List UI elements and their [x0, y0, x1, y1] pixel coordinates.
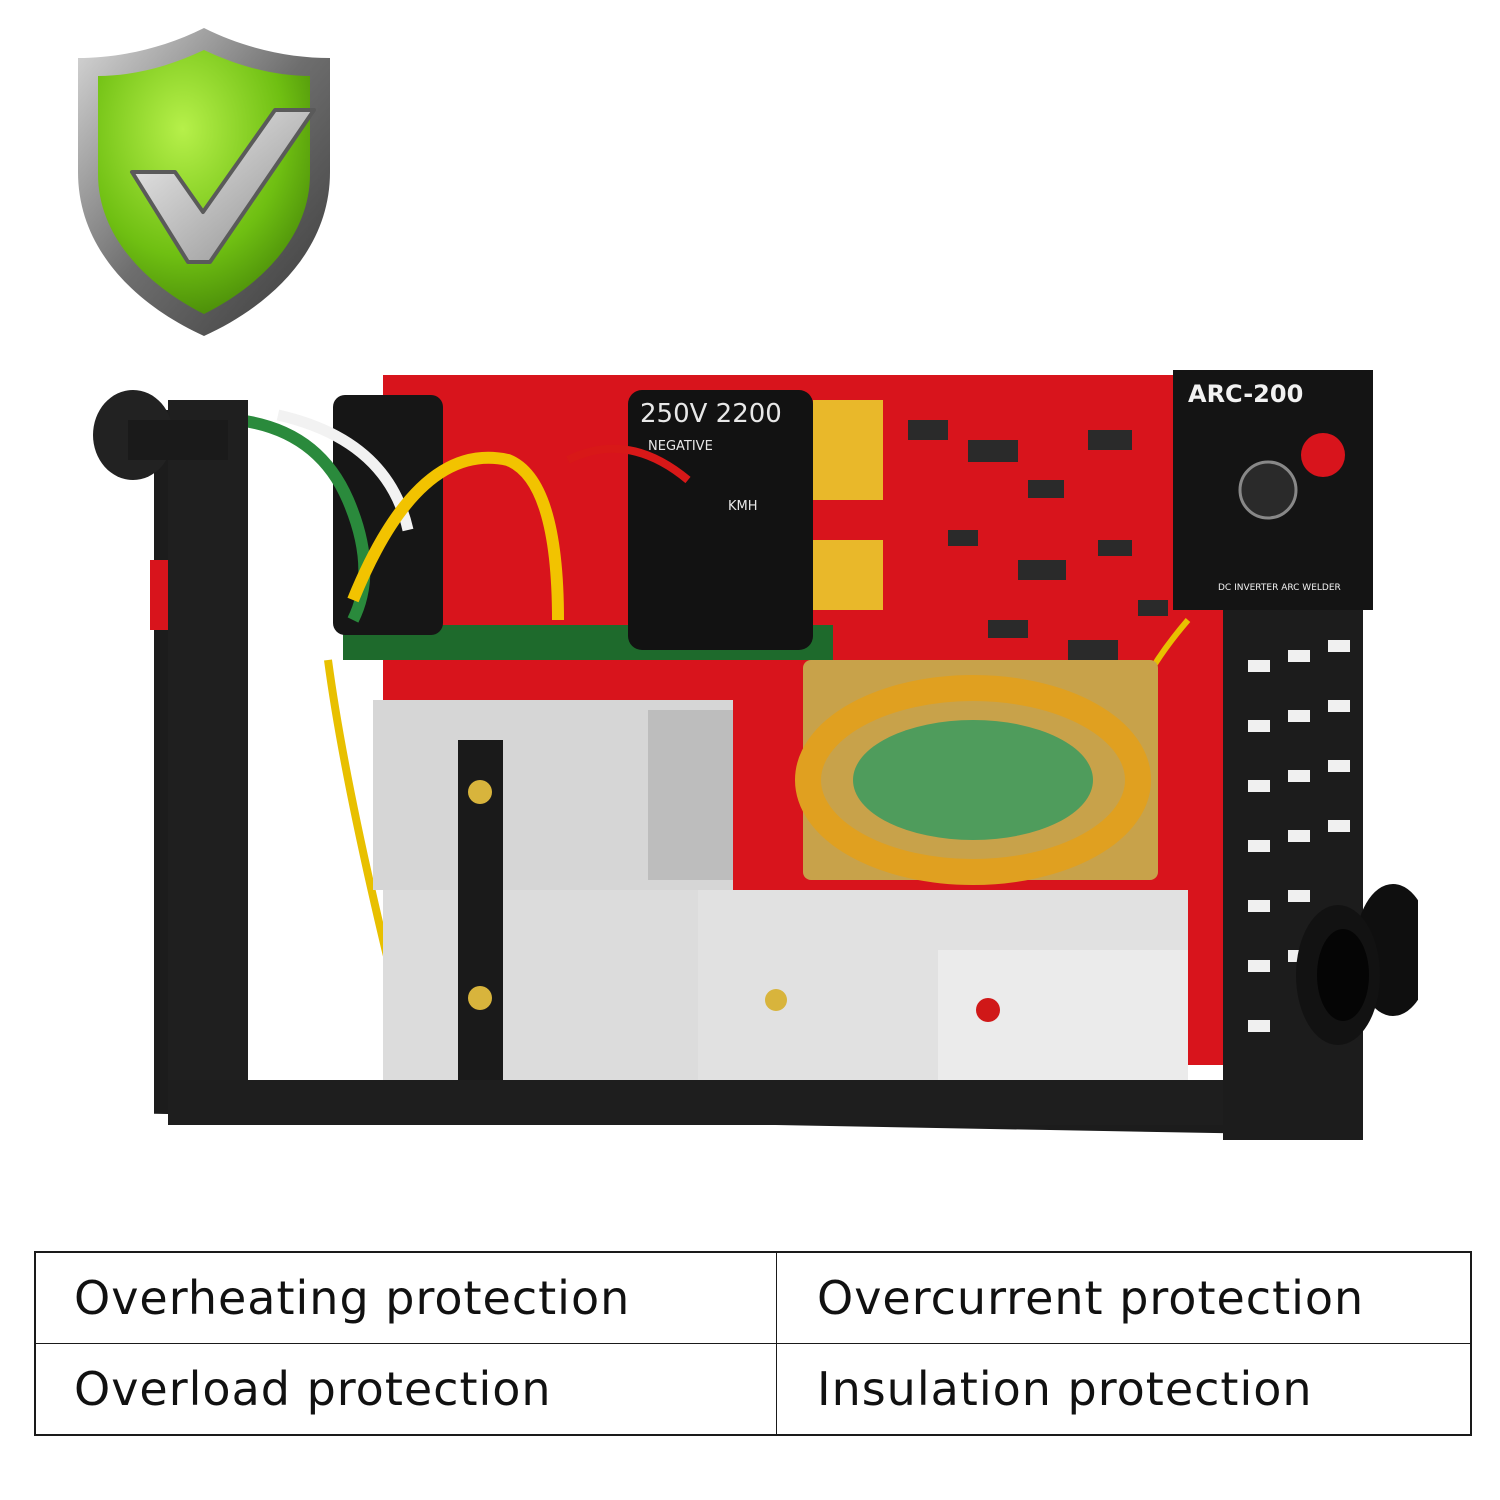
heatsink-bottom-left [383, 890, 728, 1080]
feature-overload: Overload protection [36, 1343, 777, 1434]
capacitor-main: 250V 2200 NEGATIVE KMH [628, 390, 813, 650]
toroid-inductor [795, 660, 1158, 885]
feature-overcurrent: Overcurrent protection [777, 1253, 1470, 1344]
welder-internals-photo: 250V 2200 NEGATIVE KMH A [93, 370, 1418, 1140]
output-terminals [1296, 884, 1418, 1045]
side-label: DC INVERTER ARC WELDER [1218, 583, 1341, 593]
capacitor-text: 250V 2200 [640, 399, 782, 429]
feature-insulation: Insulation protection [817, 1361, 1313, 1416]
front-label: ARC-200 [1188, 380, 1303, 408]
board-components [908, 420, 1168, 662]
shield-check-icon [78, 28, 330, 336]
vent-slots [1248, 640, 1350, 1032]
protection-features-table: Overheating protection Overcurrent prote… [34, 1251, 1472, 1436]
capacitor-brand: KMH [728, 499, 758, 514]
feature-overheating: Overheating protection [36, 1253, 777, 1344]
capacitor-sub: NEGATIVE [648, 439, 713, 454]
front-panel: ARC-200 DC INVERTER ARC WELDER [1173, 370, 1373, 610]
